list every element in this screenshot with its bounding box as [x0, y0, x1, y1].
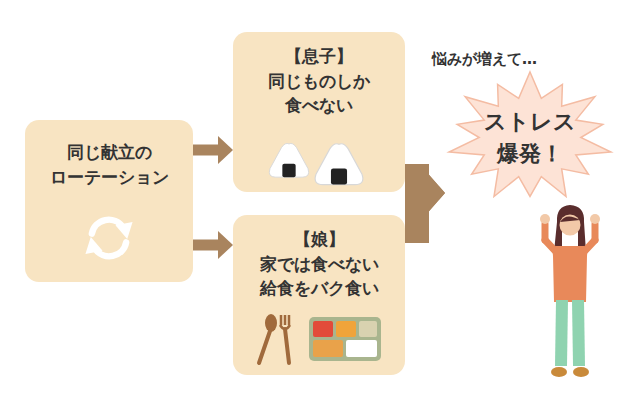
burst-text: ストレス 爆発！	[475, 106, 585, 170]
process-box: 【娘】家では食べない 給食をバク食い	[233, 215, 405, 375]
illustration-part	[573, 367, 589, 377]
text-group: 【娘】家では食べない 給食をバク食い	[233, 215, 405, 301]
illustration-part	[269, 143, 308, 177]
illustration-part	[359, 321, 377, 337]
flow-arrow	[193, 231, 233, 259]
illustration-part	[540, 214, 550, 224]
text-group: 同じ献立の ローテーション	[25, 120, 193, 189]
illustration-part	[553, 246, 587, 302]
illustration-part	[313, 340, 343, 357]
illustration-part	[285, 329, 289, 363]
illustration-part	[309, 317, 381, 361]
illustration-part	[280, 315, 290, 329]
illustration-part	[115, 222, 132, 239]
arrow-head	[423, 168, 445, 218]
illustration-part	[336, 321, 356, 337]
arrow-head	[423, 168, 445, 218]
box-text: 家では食べない 給食をバク食い	[241, 252, 397, 301]
illustration-part	[542, 224, 549, 240]
arrow-head	[218, 231, 233, 259]
illustration-part	[313, 321, 333, 337]
illustration-part	[561, 300, 562, 366]
illustration-part	[554, 205, 586, 252]
illustration-part	[264, 142, 374, 188]
flow-arrow	[405, 168, 445, 231]
starburst-outline	[449, 72, 611, 197]
process-box: 【息子】同じものしか 食べない	[233, 32, 405, 192]
starburst-node: ストレス 爆発！	[445, 70, 615, 205]
illustration-part	[269, 143, 308, 177]
node-icon	[264, 142, 374, 192]
illustration-part	[578, 300, 579, 366]
arrow-head	[218, 136, 233, 164]
node-icon	[79, 208, 139, 272]
illustration-part	[551, 367, 567, 377]
arrow-shaft	[405, 193, 424, 231]
illustration-part	[590, 214, 600, 224]
illustration-part	[79, 208, 139, 268]
node-icon	[249, 311, 389, 371]
process-box: 同じ献立の ローテーション	[25, 120, 193, 282]
text-group: 【息子】同じものしか 食べない	[233, 32, 405, 118]
flow-arrow	[193, 136, 233, 164]
starburst-shape	[445, 70, 615, 205]
box-heading: 【娘】	[294, 227, 345, 252]
arrow-shaft	[193, 145, 219, 156]
note-label: 悩みが増えて…	[432, 50, 537, 69]
illustration-part	[249, 311, 389, 367]
illustration-part	[315, 144, 363, 185]
illustration-part	[592, 224, 599, 240]
illustration-part	[85, 237, 102, 254]
illustration-part	[282, 164, 295, 177]
arrow-shaft	[193, 240, 219, 251]
illustration-part	[331, 168, 347, 184]
illustration-part	[346, 340, 377, 357]
illustration-part	[259, 331, 270, 363]
illustration-part	[560, 215, 581, 236]
illustration-part	[560, 216, 580, 222]
box-text: 同じ献立の ローテーション	[33, 140, 185, 189]
box-text: 同じものしか 食べない	[241, 69, 397, 118]
text-group: ストレス 爆発！	[475, 106, 585, 170]
box-heading: 【息子】	[285, 44, 353, 69]
illustration-part	[315, 144, 363, 185]
